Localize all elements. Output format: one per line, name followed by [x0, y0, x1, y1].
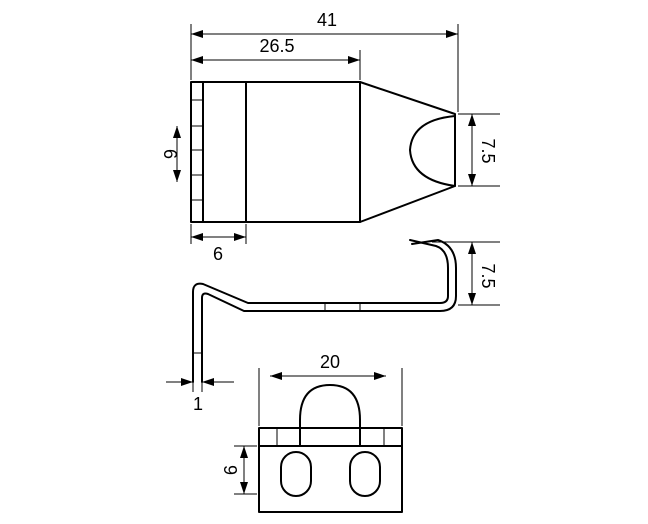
- top-view: [190, 81, 456, 223]
- arrowhead: [468, 114, 476, 126]
- dim-label-front-height: 6: [160, 149, 180, 159]
- arrowhead: [181, 378, 193, 386]
- side-view-profile: [192, 239, 449, 383]
- arrowhead: [468, 174, 476, 186]
- arrowhead: [202, 378, 214, 386]
- front-view: [258, 384, 403, 513]
- dim-label-body-length: 26.5: [259, 36, 294, 56]
- dim-label-bottom-width: 20: [320, 352, 340, 372]
- dim-label-tip-height: 7.5: [478, 138, 498, 163]
- front-view-tongue: [299, 384, 361, 447]
- top-view-hinge-strip: [190, 81, 204, 223]
- side-view-profile-inner: [201, 239, 457, 383]
- side-view: [192, 239, 457, 383]
- top-view-body-outline: [202, 81, 456, 223]
- arrowhead: [173, 126, 181, 138]
- arrowhead: [240, 446, 248, 458]
- front-view-slot-right: [349, 451, 381, 497]
- arrowhead: [348, 56, 360, 64]
- arrowhead: [446, 30, 458, 38]
- dim-label-hook-height: 7.5: [478, 263, 498, 288]
- top-view-tip-notch: [409, 115, 456, 187]
- arrowhead: [173, 170, 181, 182]
- front-view-slot-left: [280, 451, 312, 497]
- dim-label-hinge-width: 6: [213, 244, 223, 264]
- arrowhead: [468, 242, 476, 254]
- top-view-dimensions: 41 26.5 6 6 7.5: [160, 10, 500, 264]
- dim-label-overall-length: 41: [317, 10, 337, 30]
- arrowhead: [191, 56, 203, 64]
- front-view-plate: [258, 427, 403, 513]
- arrowhead: [468, 293, 476, 305]
- arrowhead: [240, 482, 248, 494]
- dim-label-slot-height: 9: [220, 465, 240, 475]
- arrowhead: [191, 30, 203, 38]
- arrowhead: [374, 372, 386, 380]
- front-view-dimensions: 20 9: [220, 352, 403, 495]
- side-view-dimensions: 7.5 1: [166, 241, 500, 414]
- dim-label-thickness: 1: [193, 394, 203, 414]
- arrowhead: [191, 233, 203, 241]
- arrowhead: [270, 372, 282, 380]
- arrowhead: [234, 233, 246, 241]
